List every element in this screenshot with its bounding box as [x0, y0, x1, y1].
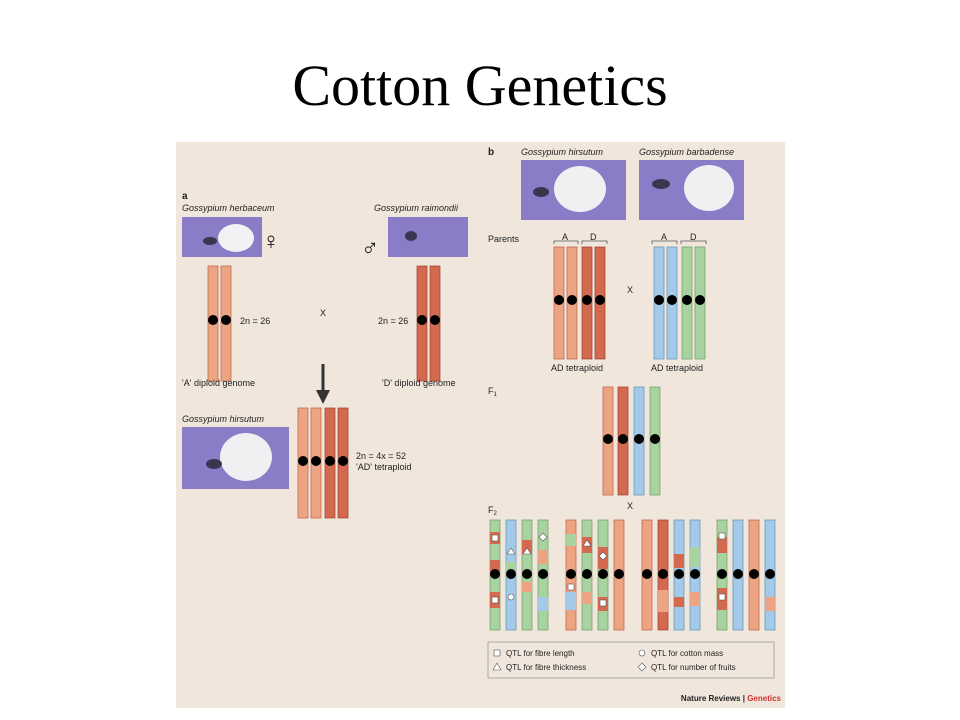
species-barbadense: Gossypium barbadense — [639, 147, 734, 157]
legend-cotton-mass: QTL for cotton mass — [651, 649, 723, 658]
parent-label-right: AD tetraploid — [651, 363, 703, 373]
legend-diamond-icon — [637, 662, 647, 672]
f2-group-4 — [716, 519, 776, 631]
photo-barbadense — [639, 160, 744, 220]
parents-label: Parents — [488, 234, 520, 244]
female-icon: ♀ — [262, 228, 280, 255]
species-herbaceum: Gossypium herbaceum — [182, 203, 275, 213]
tetraploid-note-2: 'AD' tetraploid — [356, 462, 411, 472]
legend: QTL for fibre length QTL for fibre thick… — [487, 641, 775, 679]
genome-label-a: 'A' diploid genome — [182, 378, 255, 388]
legend-fibre-thickness: QTL for fibre thickness — [506, 663, 586, 672]
parent-label-left: AD tetraploid — [551, 363, 603, 373]
tetraploid-chromosomes — [297, 407, 349, 519]
species-hirsutum-a: Gossypium hirsutum — [182, 414, 265, 424]
genome-label-2: D — [590, 232, 597, 242]
f2-group-2 — [565, 519, 625, 631]
panel-a-label: a — [182, 191, 188, 202]
slide-title: Cotton Genetics — [292, 53, 668, 118]
chromosome-pair-a — [207, 265, 232, 382]
genome-label-d: 'D' diploid genome — [382, 378, 455, 388]
parent-barbadense-chromosomes — [653, 246, 706, 360]
legend-number-of-fruits: QTL for number of fruits — [651, 663, 736, 672]
genome-label-4: D — [690, 232, 697, 242]
chromosome-pair-d — [416, 265, 441, 382]
chromosome-note-a: 2n = 26 — [240, 316, 270, 326]
f1-label: F1 — [488, 386, 498, 398]
cross-f2: X — [627, 501, 633, 511]
genome-brackets — [553, 240, 707, 244]
legend-circle-icon — [638, 649, 646, 657]
male-icon: ♂ — [361, 235, 379, 262]
credit: Nature Reviews | Genetics — [681, 694, 782, 703]
cross-a: X — [320, 308, 326, 318]
photo-herbaceum — [182, 217, 262, 257]
parent-hirsutum-chromosomes — [553, 246, 606, 360]
species-raimondii: Gossypium raimondii — [374, 203, 459, 213]
genetics-figure: a Gossypium herbaceum Gossypium raimondi… — [176, 142, 785, 708]
arrow-down-icon — [316, 364, 330, 404]
legend-square-icon — [493, 649, 501, 657]
species-hirsutum-b: Gossypium hirsutum — [521, 147, 604, 157]
legend-fibre-length: QTL for fibre length — [506, 649, 575, 658]
f2-group-1 — [489, 519, 549, 631]
legend-triangle-icon — [492, 662, 502, 671]
f2-group-3 — [641, 519, 701, 631]
panel-b-label: b — [488, 147, 494, 158]
tetraploid-note-1: 2n = 4x = 52 — [356, 451, 406, 461]
f1-chromosomes — [602, 386, 661, 496]
photo-hirsutum-b — [521, 160, 626, 220]
photo-hirsutum-a — [182, 427, 289, 489]
cross-parents: X — [627, 285, 633, 295]
photo-raimondii — [388, 217, 468, 257]
chromosome-note-d: 2n = 26 — [378, 316, 408, 326]
genome-label-3: A — [661, 232, 667, 242]
genome-label-1: A — [562, 232, 568, 242]
f2-label: F2 — [488, 505, 498, 517]
